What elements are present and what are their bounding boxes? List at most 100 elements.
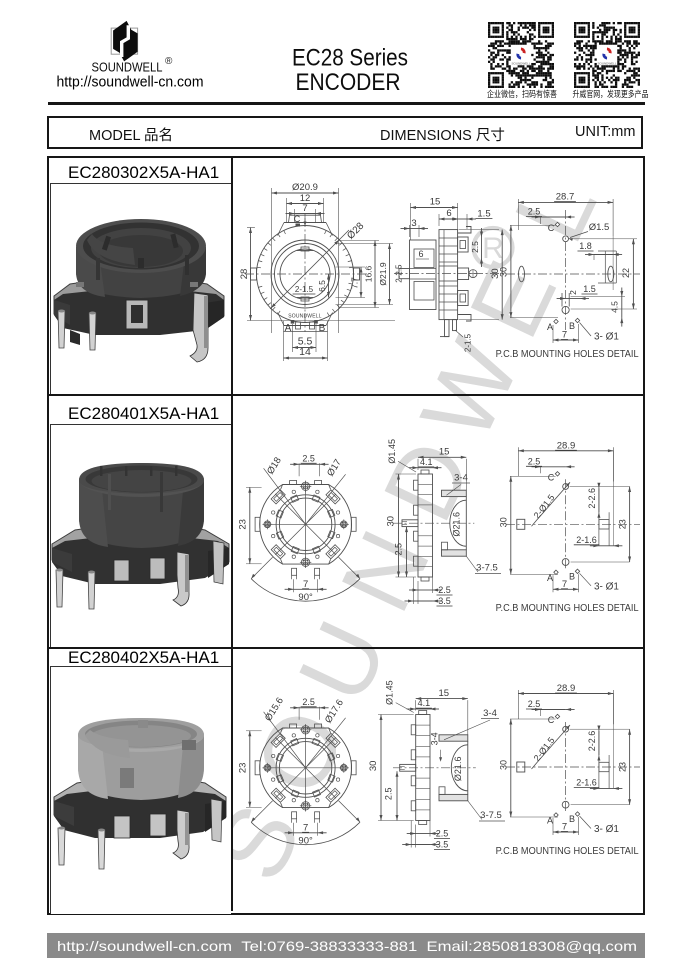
svg-text:90°: 90°: [298, 835, 313, 846]
svg-text:1.5: 1.5: [583, 284, 596, 294]
svg-text:15: 15: [439, 447, 450, 458]
svg-text:A: A: [547, 816, 553, 826]
svg-text:P.C.B MOUNTING HOLES DETAIL: P.C.B MOUNTING HOLES DETAIL: [496, 846, 639, 857]
svg-text:30: 30: [490, 268, 501, 279]
svg-text:Ø21.6: Ø21.6: [451, 512, 461, 537]
svg-text:2.5: 2.5: [302, 697, 315, 707]
svg-text:3.5: 3.5: [438, 596, 451, 606]
svg-text:3- Ø1: 3- Ø1: [594, 581, 619, 592]
svg-text:Ø17: Ø17: [325, 457, 344, 478]
svg-text:2.5: 2.5: [394, 543, 404, 556]
svg-text:A: A: [547, 573, 553, 583]
svg-text:6: 6: [446, 208, 451, 219]
svg-text:SOUNDWELL: SOUNDWELL: [511, 62, 530, 66]
svg-text:http://soundwell-cn.com: http://soundwell-cn.com: [57, 74, 204, 91]
svg-text:2-1.5: 2-1.5: [295, 285, 314, 294]
svg-text:28.9: 28.9: [557, 440, 576, 451]
svg-text:23: 23: [238, 763, 249, 774]
svg-text:A: A: [285, 323, 292, 334]
svg-text:4.1: 4.1: [418, 698, 431, 708]
svg-text:7: 7: [303, 822, 308, 833]
svg-text:7: 7: [562, 822, 567, 833]
svg-text:B: B: [319, 323, 326, 334]
svg-text:B: B: [569, 814, 575, 824]
svg-text:2-1.5: 2-1.5: [464, 333, 473, 352]
svg-text:P.C.B MOUNTING HOLES DETAIL: P.C.B MOUNTING HOLES DETAIL: [496, 349, 639, 360]
svg-text:30: 30: [499, 760, 509, 770]
svg-text:ENCODER: ENCODER: [296, 69, 401, 96]
svg-text:4.5: 4.5: [610, 301, 620, 313]
svg-text:3- Ø1: 3- Ø1: [594, 824, 619, 835]
svg-text:P.C.B MOUNTING HOLES DETAIL: P.C.B MOUNTING HOLES DETAIL: [496, 603, 639, 614]
svg-text:14: 14: [299, 346, 311, 358]
svg-text:15: 15: [430, 197, 441, 208]
svg-text:1.8: 1.8: [579, 241, 592, 251]
svg-text:90°: 90°: [298, 592, 313, 603]
svg-text:SOUNDWELL: SOUNDWELL: [288, 314, 321, 320]
svg-text:3-7.5: 3-7.5: [476, 563, 498, 574]
svg-text:2-1.6: 2-1.6: [576, 535, 597, 545]
svg-text:2.5: 2.5: [436, 829, 449, 839]
svg-text:28.7: 28.7: [556, 192, 575, 203]
svg-text:30: 30: [499, 267, 509, 277]
svg-text:23: 23: [617, 519, 627, 529]
svg-text:7.7: 7.7: [350, 277, 360, 289]
svg-text:30: 30: [368, 761, 379, 772]
svg-text:2-1.6: 2-1.6: [576, 778, 597, 788]
svg-text:3-4: 3-4: [483, 708, 497, 719]
svg-text:2.5: 2.5: [528, 207, 541, 217]
svg-text:5.5: 5.5: [298, 336, 313, 348]
svg-text:Ø28: Ø28: [345, 220, 366, 241]
svg-text:7: 7: [303, 579, 308, 590]
svg-text:B: B: [569, 571, 575, 581]
svg-text:Ø1.45: Ø1.45: [385, 680, 395, 705]
svg-text:2-2.6: 2-2.6: [587, 731, 597, 752]
svg-text:2.5: 2.5: [384, 788, 394, 801]
svg-text:Ø18: Ø18: [265, 455, 284, 476]
svg-text:6: 6: [418, 249, 423, 259]
svg-text:23: 23: [238, 519, 249, 530]
svg-text:2-2.6: 2-2.6: [587, 488, 597, 509]
svg-text:30: 30: [386, 516, 397, 527]
svg-text:®: ®: [165, 56, 173, 67]
svg-text:3- Ø1: 3- Ø1: [594, 332, 619, 343]
svg-text:7: 7: [562, 579, 567, 590]
svg-text:6.5: 6.5: [317, 280, 327, 292]
svg-text:C: C: [294, 214, 301, 224]
svg-text:C: C: [548, 715, 555, 725]
svg-text:Ø21.9: Ø21.9: [378, 262, 388, 285]
svg-text:2.5: 2.5: [470, 241, 480, 253]
svg-text:2: 2: [568, 290, 578, 295]
svg-text:3-4: 3-4: [454, 473, 468, 484]
svg-text:7: 7: [302, 203, 307, 214]
svg-text:A: A: [547, 322, 553, 332]
svg-text:Ø21.6: Ø21.6: [453, 757, 463, 782]
svg-text:http://soundwell-cn.com Tel:0: http://soundwell-cn.com Tel:0769-3883333…: [57, 938, 637, 954]
svg-text:16.6: 16.6: [364, 265, 374, 282]
svg-text:3-4: 3-4: [430, 732, 440, 745]
svg-text:7: 7: [562, 330, 567, 341]
svg-text:Ø15.6: Ø15.6: [263, 696, 286, 724]
svg-text:23: 23: [617, 762, 627, 772]
svg-text:22: 22: [621, 268, 631, 278]
svg-text:2-2.5: 2-2.5: [395, 264, 404, 283]
svg-text:30: 30: [499, 517, 509, 527]
svg-text:2.5: 2.5: [438, 585, 451, 595]
svg-text:Ø20.9: Ø20.9: [292, 182, 318, 193]
svg-text:2.5: 2.5: [528, 456, 541, 466]
svg-text:3-7.5: 3-7.5: [480, 810, 502, 821]
svg-text:C: C: [548, 472, 555, 482]
svg-text:1.5: 1.5: [477, 209, 490, 220]
svg-text:2-Ø1.5: 2-Ø1.5: [532, 493, 557, 521]
svg-text:3: 3: [411, 218, 416, 229]
svg-text:B: B: [569, 321, 575, 331]
svg-text:28: 28: [239, 269, 250, 280]
svg-text:2.5: 2.5: [302, 453, 315, 463]
svg-text:C: C: [548, 223, 555, 233]
svg-text:12: 12: [300, 193, 311, 204]
svg-text:企业微信，扫码有惊喜: 企业微信，扫码有惊喜: [487, 89, 557, 99]
svg-text:2-Ø1.5: 2-Ø1.5: [532, 735, 557, 763]
svg-text:Ø1.45: Ø1.45: [387, 439, 397, 464]
svg-text:Ø1.5: Ø1.5: [589, 222, 610, 233]
svg-text:R: R: [482, 232, 504, 265]
